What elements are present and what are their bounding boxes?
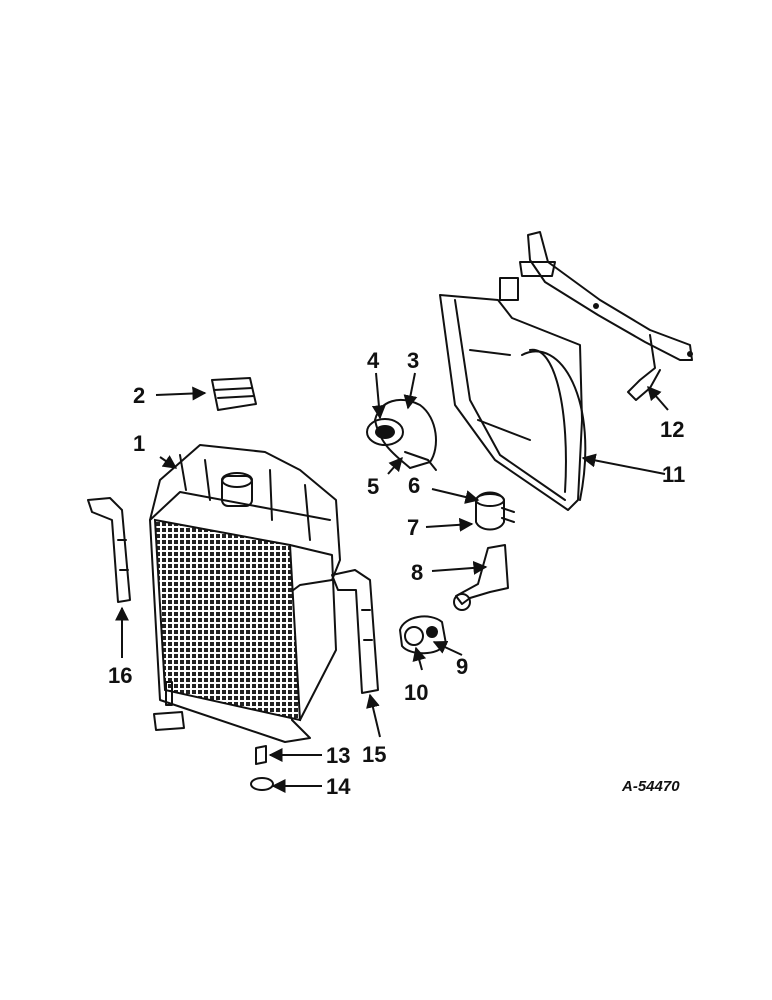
radiator-part-1 xyxy=(149,444,341,743)
callout-4: 4 xyxy=(367,348,380,373)
callout-6: 6 xyxy=(408,473,420,498)
thermostat-housing-parts-6-7 xyxy=(475,491,515,531)
support-bar-part-12 xyxy=(499,231,693,401)
callout-5: 5 xyxy=(367,474,379,499)
leader-lines xyxy=(115,372,669,793)
callout-15: 15 xyxy=(362,742,386,767)
callout-14: 14 xyxy=(326,774,351,799)
callout-16: 16 xyxy=(108,663,132,688)
callout-9: 9 xyxy=(456,654,468,679)
callout-13: 13 xyxy=(326,743,350,768)
pump-fitting-parts-9-10 xyxy=(399,615,447,655)
hose-elbow-parts-3-4-5 xyxy=(366,399,437,471)
callout-12: 12 xyxy=(660,417,684,442)
callout-10: 10 xyxy=(404,680,428,705)
fan-shroud-part-11 xyxy=(439,294,587,511)
callout-1: 1 xyxy=(133,431,145,456)
callout-7: 7 xyxy=(407,515,419,540)
callout-3: 3 xyxy=(407,348,419,373)
figure-reference: A-54470 xyxy=(621,778,680,795)
radiator-cap-part-2 xyxy=(211,377,257,411)
left-bracket-part-16 xyxy=(87,497,131,603)
callout-labels: 1 2 3 4 5 6 7 8 9 10 11 12 13 14 15 16 A… xyxy=(108,348,685,799)
callout-8: 8 xyxy=(411,560,423,585)
callout-11: 11 xyxy=(662,462,685,487)
right-bracket-part-15 xyxy=(331,569,379,694)
callout-2: 2 xyxy=(133,383,145,408)
outlet-hose-part-8 xyxy=(453,544,509,611)
